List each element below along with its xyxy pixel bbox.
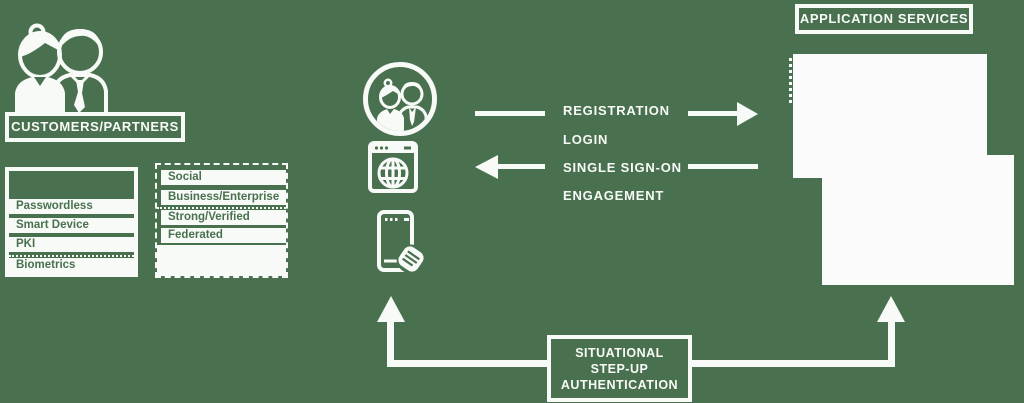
list-item: Social — [161, 170, 286, 185]
stepup-arrowhead-up-left-icon — [377, 296, 405, 322]
sso-arrow-line-left — [497, 164, 545, 169]
stepup-arrowhead-up-right-icon — [877, 296, 905, 322]
customers-partners-box: CUSTOMERS/PARTNERS — [5, 112, 185, 142]
two-people-icon — [15, 23, 108, 113]
situational-line-2: STEP-UP — [590, 361, 649, 376]
flow-label-login: LOGIN — [563, 132, 609, 147]
dotted-divider — [9, 255, 134, 257]
registration-arrow-line-right — [688, 111, 738, 116]
service-card-2 — [822, 155, 1014, 285]
sso-arrowhead-left-icon — [475, 155, 498, 179]
registration-arrowhead-right-icon — [737, 102, 758, 126]
service-card-dashed-edge — [789, 58, 792, 103]
flow-label-registration: REGISTRATION — [563, 103, 670, 118]
situational-step-up-box: SITUATIONAL STEP-UP AUTHENTICATION — [547, 335, 692, 402]
situational-line-3: AUTHENTICATION — [560, 377, 679, 392]
list-item: PKI — [9, 237, 134, 252]
list-item: Federated — [161, 228, 286, 243]
dotted-divider — [157, 207, 286, 209]
auth-methods-box: Passwordless Smart Device PKI Biometrics — [5, 167, 138, 277]
stepup-stem-left — [387, 320, 394, 367]
flow-label-single-sign-on: SINGLE SIGN-ON — [563, 160, 682, 175]
mobile-auth-icon — [377, 210, 426, 274]
browser-globe-icon — [368, 141, 418, 193]
stepup-line-left — [387, 360, 550, 367]
application-services-box: APPLICATION SERVICES — [795, 4, 973, 34]
situational-line-1: SITUATIONAL — [575, 345, 664, 360]
list-item: Smart Device — [9, 218, 134, 233]
list-item: Biometrics — [9, 258, 134, 273]
sso-arrow-line-right — [688, 164, 758, 169]
list-item: Passwordless — [9, 199, 134, 214]
flow-label-engagement: ENGAGEMENT — [563, 188, 665, 203]
list-item: Business/Enterprise — [161, 190, 286, 205]
stepup-line-right — [690, 360, 895, 367]
list-item: Strong/Verified — [161, 210, 286, 225]
people-circle-icon — [363, 62, 437, 136]
registration-arrow-line-left — [475, 111, 545, 116]
blank-panel — [157, 245, 286, 276]
identity-types-box: Social Business/Enterprise Strong/Verifi… — [155, 163, 288, 278]
application-services-label: APPLICATION SERVICES — [799, 10, 969, 26]
customers-partners-label: CUSTOMERS/PARTNERS — [11, 118, 179, 134]
stepup-stem-right — [888, 320, 895, 367]
